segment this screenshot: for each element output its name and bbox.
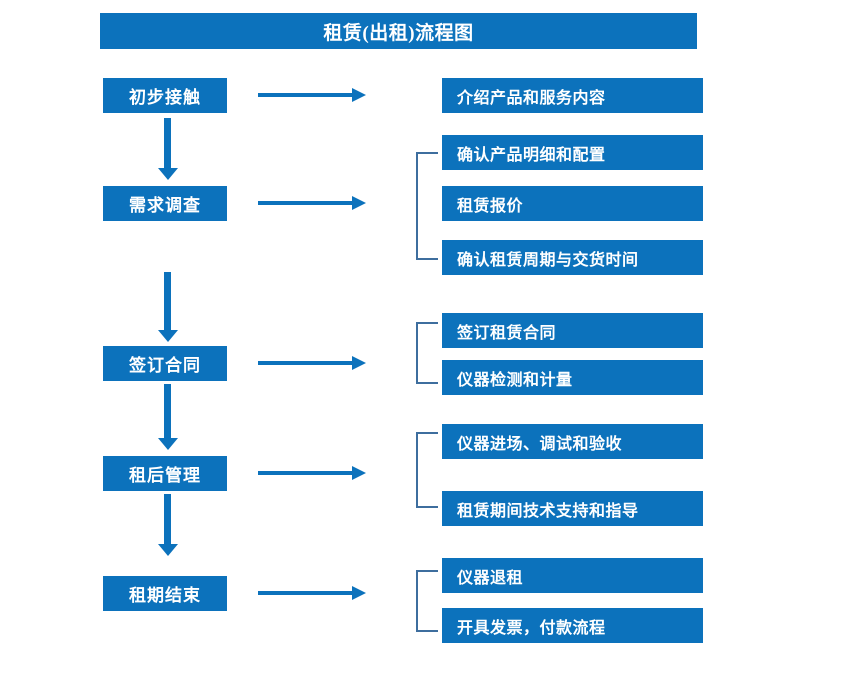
detail-box-7[interactable]: 仪器进场、调试和验收 [442, 424, 703, 459]
bracket-connector-4 [416, 432, 438, 508]
bracket-connector-3 [416, 322, 438, 384]
arrow-head [158, 168, 178, 180]
arrow-shaft [164, 272, 171, 330]
stage-box-5[interactable]: 租期结束 [103, 576, 227, 611]
detail-box-8[interactable]: 租赁期间技术支持和指导 [442, 491, 703, 526]
arrow-shaft [258, 93, 352, 97]
arrow-head [352, 196, 366, 210]
arrow-shaft [258, 201, 352, 205]
detail-box-4[interactable]: 确认租赁周期与交货时间 [442, 240, 703, 275]
arrow-shaft [258, 471, 352, 475]
arrow-head [352, 466, 366, 480]
stage-box-3[interactable]: 签订合同 [103, 346, 227, 381]
bracket-connector-2 [416, 152, 438, 260]
bracket-connector-5 [416, 570, 438, 632]
arrow-shaft [164, 118, 171, 168]
horizontal-arrow-4 [258, 466, 366, 480]
arrow-shaft [164, 494, 171, 544]
arrow-shaft [258, 361, 352, 365]
page-title: 租赁(出租)流程图 [100, 13, 697, 49]
vertical-arrow-3 [158, 384, 178, 450]
vertical-arrow-2 [158, 272, 178, 342]
arrow-head [158, 544, 178, 556]
arrow-head [352, 88, 366, 102]
stage-box-2[interactable]: 需求调查 [103, 186, 227, 221]
detail-box-10[interactable]: 开具发票，付款流程 [442, 608, 703, 643]
horizontal-arrow-5 [258, 586, 366, 600]
stage-box-1[interactable]: 初步接触 [103, 78, 227, 113]
vertical-arrow-4 [158, 494, 178, 556]
horizontal-arrow-3 [258, 356, 366, 370]
detail-box-5[interactable]: 签订租赁合同 [442, 313, 703, 348]
arrow-head [352, 356, 366, 370]
arrow-head [158, 438, 178, 450]
arrow-shaft [164, 384, 171, 438]
detail-box-1[interactable]: 介绍产品和服务内容 [442, 78, 703, 113]
vertical-arrow-1 [158, 118, 178, 180]
stage-box-4[interactable]: 租后管理 [103, 456, 227, 491]
arrow-head [352, 586, 366, 600]
detail-box-2[interactable]: 确认产品明细和配置 [442, 135, 703, 170]
detail-box-3[interactable]: 租赁报价 [442, 186, 703, 221]
horizontal-arrow-2 [258, 196, 366, 210]
arrow-shaft [258, 591, 352, 595]
arrow-head [158, 330, 178, 342]
detail-box-6[interactable]: 仪器检测和计量 [442, 360, 703, 395]
detail-box-9[interactable]: 仪器退租 [442, 558, 703, 593]
horizontal-arrow-1 [258, 88, 366, 102]
